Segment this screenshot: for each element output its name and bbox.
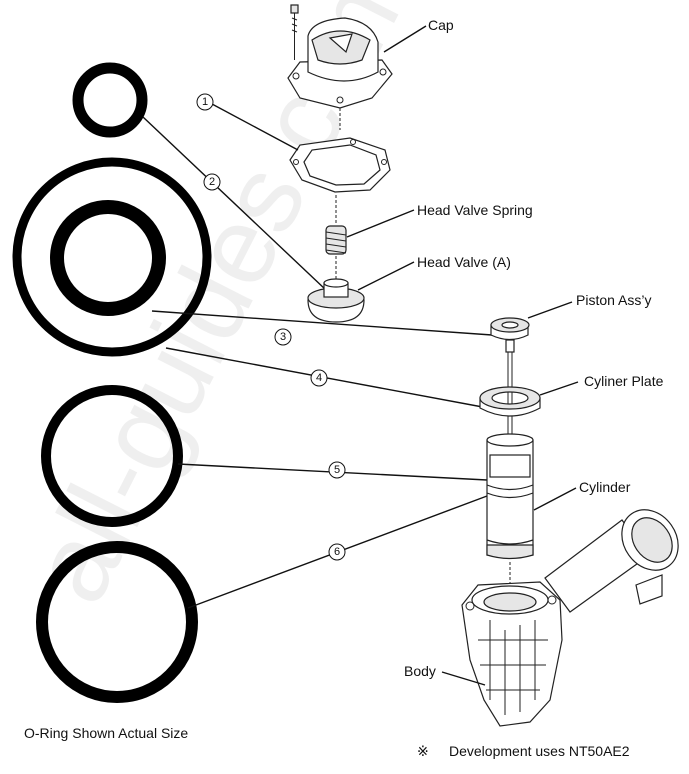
cylinder-plate-part (479, 386, 541, 417)
o-ring-1 (72, 62, 148, 138)
label-head-valve-spring: Head Valve Spring (417, 202, 533, 218)
callout-6-number: 6 (334, 546, 340, 558)
label-piston: Piston Ass’y (576, 292, 651, 308)
callout-6: 6 (328, 543, 346, 561)
callout-1: 1 (196, 93, 214, 111)
label-cylinder: Cylinder (579, 479, 631, 495)
note-development: Development uses NT50AE2 (449, 743, 630, 759)
callout-3-number: 3 (280, 331, 286, 343)
o-ring-3 (50, 200, 166, 316)
callout-4-number: 4 (316, 372, 322, 384)
o-rings (12, 62, 212, 703)
cylinder-part (486, 433, 534, 560)
head-valve-spring-part (325, 225, 347, 255)
callout-2-number: 2 (209, 176, 215, 188)
callout-5: 5 (328, 461, 346, 479)
label-cap: Cap (428, 17, 454, 33)
note-symbol: ※ (417, 743, 429, 759)
label-body: Body (404, 663, 436, 679)
o-ring-6 (36, 541, 198, 703)
callout-3: 3 (274, 328, 292, 346)
callout-2: 2 (203, 173, 221, 191)
label-cylinder-plate: Cyliner Plate (584, 373, 664, 389)
body-part (461, 509, 679, 727)
piston-part (490, 317, 530, 440)
callout-4: 4 (310, 369, 328, 387)
cap-part (287, 4, 393, 109)
o-ring-5 (41, 385, 183, 527)
label-head-valve: Head Valve (A) (417, 254, 511, 270)
o-ring-2-outer (12, 157, 212, 357)
caption-actual-size: O-Ring Shown Actual Size (24, 725, 188, 741)
callout-5-number: 5 (334, 464, 340, 476)
callout-1-number: 1 (202, 96, 208, 108)
gasket-part (289, 137, 391, 193)
head-valve-part (307, 278, 365, 323)
